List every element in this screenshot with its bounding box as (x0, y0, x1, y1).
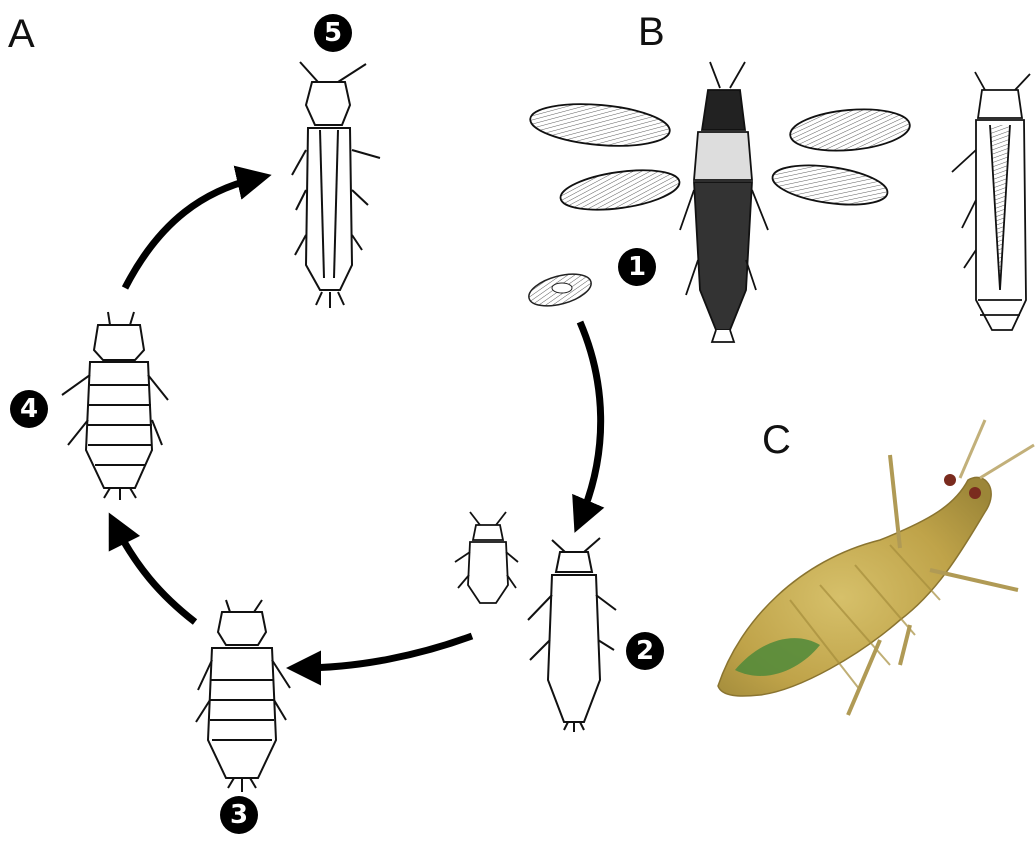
stage-badge-4: 4 (10, 390, 48, 428)
panel-label-a: A (8, 14, 35, 54)
arrow-2-to-3 (300, 636, 472, 668)
adult-thrips-icon (952, 72, 1030, 330)
panel-label-c: C (762, 420, 791, 460)
panel-label-b: B (638, 12, 665, 52)
arrow-1-to-2 (580, 322, 601, 520)
arrow-3-to-4 (115, 525, 195, 622)
arrow-4-to-5 (125, 178, 258, 288)
prepupa-icon (62, 312, 168, 500)
thrips-egg-icon (525, 268, 594, 312)
stage-badge-5: 5 (314, 14, 352, 52)
second-instar-larva-icon (196, 600, 290, 792)
first-instar-larva-icon (455, 512, 518, 603)
winged-adult-thrips-icon (529, 62, 912, 342)
thrips-photo-icon (718, 420, 1034, 715)
stage-badge-1: 1 (618, 248, 656, 286)
first-instar-larva-large-icon (528, 538, 616, 732)
pupa-icon (292, 62, 380, 308)
stage-badge-3: 3 (220, 796, 258, 834)
stage-badge-2: 2 (626, 632, 664, 670)
